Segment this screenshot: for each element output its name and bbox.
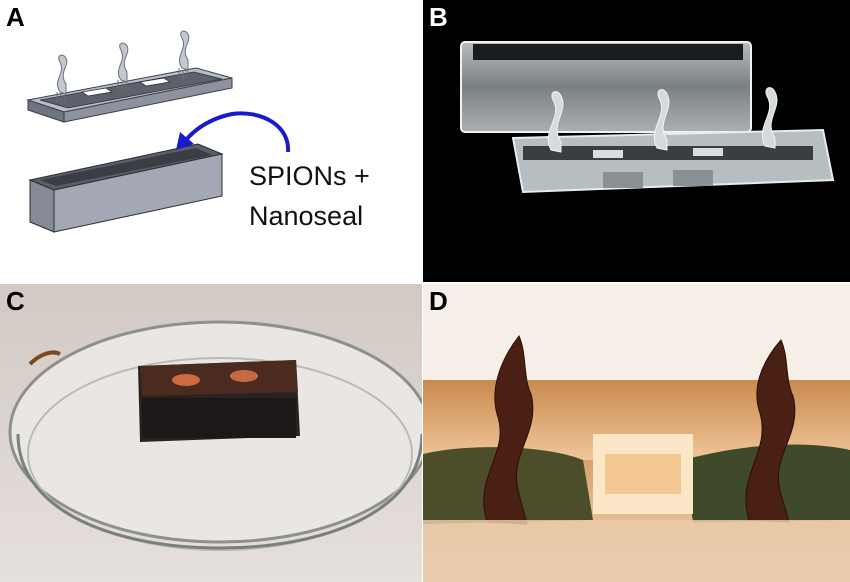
panel-d-photo: D: [423, 284, 850, 582]
panel-b-photo: B: [423, 0, 850, 282]
dark-helical-pillars: [483, 335, 796, 525]
device-block: [138, 360, 300, 442]
panel-label-b: B: [429, 2, 448, 32]
photo-petri-dish: [0, 284, 422, 582]
annotation-line-2: Nanoseal: [249, 201, 364, 231]
photo-transparent-parts: [460, 41, 835, 194]
helical-pillars: [56, 30, 190, 104]
cad-render-graphic: [26, 30, 291, 233]
panel-c-photo: C: [0, 284, 422, 582]
photo-closeup: [423, 284, 850, 582]
panel-label-d: D: [429, 286, 448, 316]
panel-label-a: A: [6, 2, 25, 32]
arrow-icon: [176, 111, 291, 153]
annotation-line-1: SPIONs +: [249, 161, 370, 191]
panel-a-cad-render: A SPIONs + Nanoseal: [0, 0, 422, 282]
mold-box: [28, 143, 224, 233]
insert-frame: [26, 67, 233, 123]
window-opening: [593, 434, 693, 514]
clear-insert: [511, 128, 835, 194]
clear-helical-pillars: [547, 87, 778, 153]
panel-label-c: C: [6, 286, 25, 316]
clear-mold-box: [460, 41, 752, 133]
